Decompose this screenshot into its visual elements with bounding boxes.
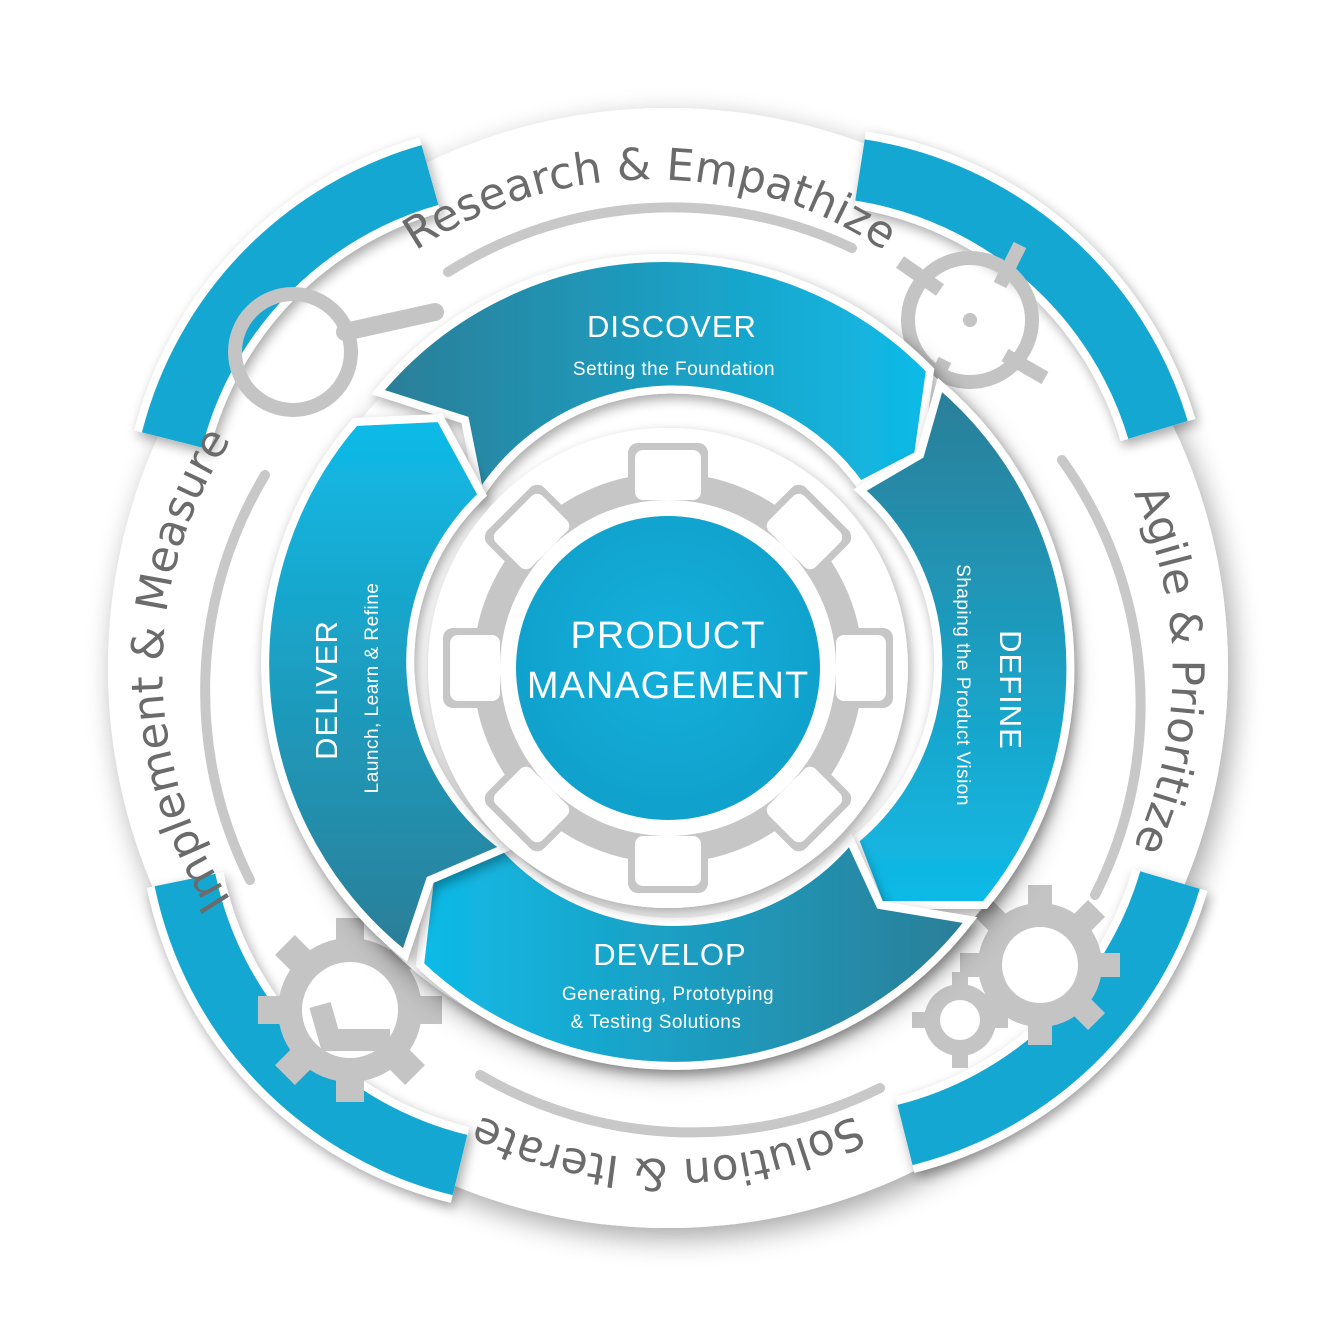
develop-title: DEVELOP xyxy=(593,937,746,972)
corner-arc-bottom-right xyxy=(895,868,1208,1173)
center-title-line1: PRODUCT xyxy=(571,615,766,657)
develop-subtitle-line2: & Testing Solutions xyxy=(571,1012,742,1033)
discover-title: DISCOVER xyxy=(587,309,757,344)
segment-define[interactable] xyxy=(850,377,1075,909)
segment-develop[interactable] xyxy=(415,832,978,1070)
gear-check-icon xyxy=(258,918,442,1102)
segment-deliver[interactable] xyxy=(261,413,514,962)
develop-subtitle-line1: Generating, Prototyping xyxy=(562,984,774,1005)
corner-arc-top-left xyxy=(134,137,442,451)
define-subtitle: Shaping the Product Vision xyxy=(952,564,973,806)
define-title: DEFINE xyxy=(993,630,1028,750)
center-title-line2: MANAGEMENT xyxy=(527,665,809,707)
discover-subtitle: Setting the Foundation xyxy=(573,359,775,380)
magnifier-icon xyxy=(228,287,444,417)
target-crosshair-icon xyxy=(895,241,1049,394)
deliver-subtitle: Launch, Learn & Refine xyxy=(362,583,383,794)
label-underlines xyxy=(200,202,1146,1138)
center-circle xyxy=(516,516,820,820)
phase-segments xyxy=(261,254,1075,1070)
gears-icon xyxy=(912,885,1120,1068)
corner-arcs xyxy=(134,131,1208,1203)
corner-arc-top-right xyxy=(853,131,1196,442)
deliver-title: DELIVER xyxy=(309,620,344,760)
gear-icon xyxy=(443,443,893,893)
segment-discover[interactable] xyxy=(371,254,935,506)
